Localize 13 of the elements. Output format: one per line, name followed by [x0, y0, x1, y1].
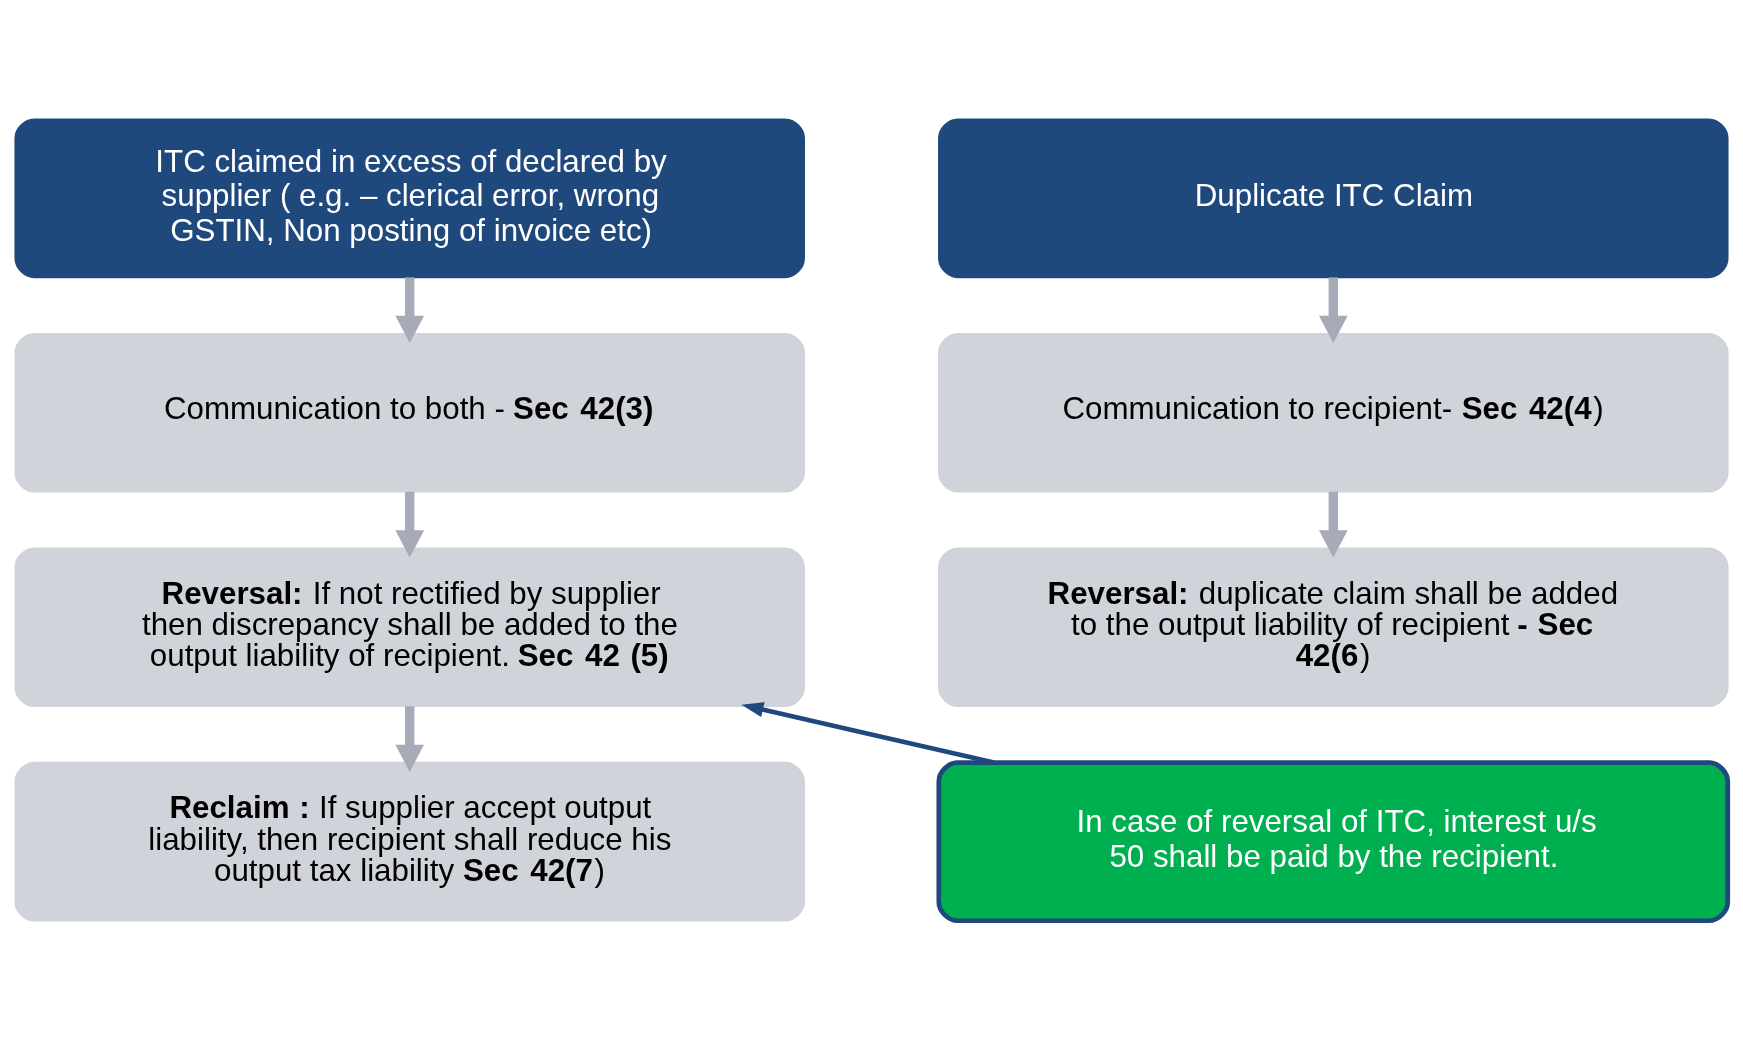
node-box: Communication to recipient- Sec 42(4) — [938, 332, 1729, 493]
arrow — [1318, 276, 1348, 343]
node-box: Reversal: duplicate claim shall be added to the output liability of recipient - Sec 42(6) — [938, 546, 1729, 707]
node-box: Duplicate ITC Claim — [938, 117, 1729, 278]
node-box: In case of reversal of ITC, interest u/s 50 shall be paid by the recipient. — [936, 759, 1731, 923]
node-box: Reversal: If not rectified by supplier then discrepancy shall be added to the output liability of recipient. Sec 42 (5) — [14, 546, 805, 707]
arrow — [395, 276, 425, 343]
node-box: Communication to both - Sec 42(3) — [14, 332, 805, 493]
arrow — [395, 705, 425, 772]
arrow — [395, 491, 425, 558]
node-box: Reclaim : If supplier accept output liability, then recipient shall reduce his output tax liability Sec 42(7) — [14, 761, 805, 922]
arrow — [1318, 491, 1348, 558]
node-box: ITC claimed in excess of declared by supplier ( e.g. – clerical error, wrong GSTIN, Non posting of invoice etc) — [14, 117, 805, 278]
